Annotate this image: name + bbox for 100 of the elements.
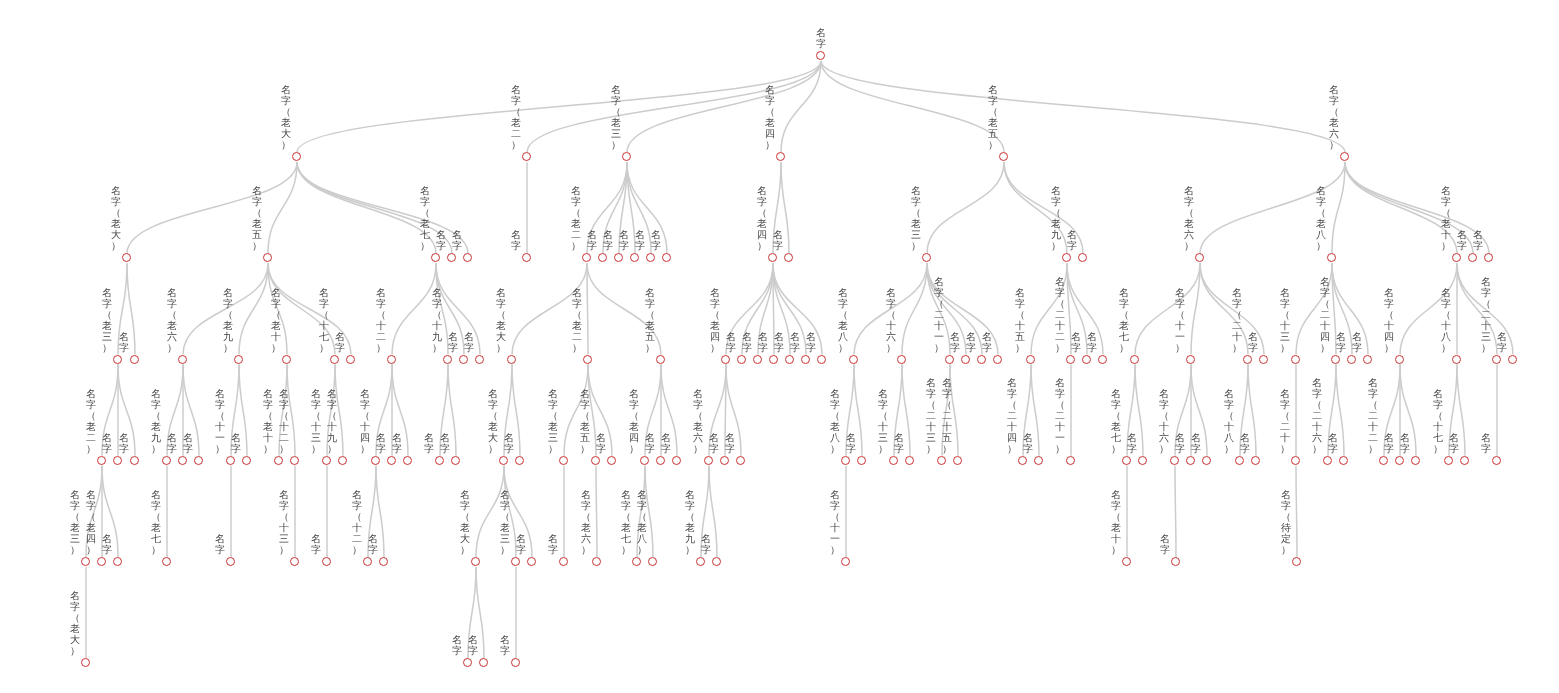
name-label: 名字 [335,330,345,353]
name-label: 名字（老七） [420,185,430,252]
name-label: 名字（二十四） [1320,275,1330,353]
tree-link [375,465,385,558]
tree-node-circle [606,455,616,465]
tree-link [85,566,87,659]
name-label: 名字（待定） [1281,489,1291,555]
tree-node-circle [378,556,388,566]
name-label: 名字（老六） [1329,84,1339,151]
name-label: 名字（老八） [1316,185,1326,252]
name-label: 名字（十九） [327,387,337,454]
tree-node-circle [1185,354,1195,364]
tree-node-circle [450,455,460,465]
tree-node-circle [998,152,1008,162]
name-label: 名字（老六） [1184,185,1194,252]
tree-node-circle [1339,152,1349,162]
name-label: 名字（老二） [572,286,582,353]
tree-node-circle [386,354,396,364]
name-label: 名字 [651,229,661,252]
name-label: 名字（十七） [1433,387,1443,454]
tree-link [1126,465,1128,558]
name-label: 名字 [1071,330,1081,353]
name-label: 名字（老三） [102,286,112,353]
tree-link [772,262,823,356]
tree-node-circle [462,253,472,263]
name-label: 名字 [500,634,510,657]
tree-node-circle [1491,354,1501,364]
name-label: 名字（老三） [548,387,558,454]
name-label: 名字（十七） [319,286,329,353]
tree-link [1456,363,1466,457]
tree-node-circle [703,455,713,465]
tree-node-circle [478,658,488,668]
tree-node-circle [736,354,746,364]
tree-node-circle [1250,455,1260,465]
tree-link [586,262,662,356]
tree-link [166,465,168,558]
tree-node-circle [597,253,607,263]
tree-link [1134,363,1144,457]
tree-link [845,465,847,558]
name-label: 名字（老八） [637,489,647,555]
name-label: 名字（十二） [279,387,289,454]
name-label: 名字（老四） [86,489,96,555]
tree-link [587,363,613,457]
tree-link [563,465,565,558]
name-label: 名字 [966,330,976,353]
tree-node-circle [1451,354,1461,364]
name-label: 名字（十八） [1441,286,1451,353]
name-label: 名字（二十五） [942,376,952,454]
name-label: 名字（二十二） [1368,376,1378,454]
tree-link [126,262,136,356]
name-label: 名字（老三） [70,489,80,555]
tree-node-circle [80,556,90,566]
tree-node-circle [896,354,906,364]
name-label: 名字（老十） [1111,489,1121,555]
tree-link [117,363,136,457]
name-label: 名字 [758,330,768,353]
tree-node-circle [96,556,106,566]
tree-node-circle [1378,455,1388,465]
tree-node-circle [1330,354,1340,364]
tree-node-circle [1121,556,1131,566]
name-label: 名字（老九） [223,286,233,353]
tree-node-circle [474,354,484,364]
name-label: 名字 [635,229,645,252]
tree-link [101,465,119,558]
tree-node-circle [112,455,122,465]
tree-link [326,465,328,558]
tree-node-circle [281,354,291,364]
name-label: 名字 [1248,330,1258,353]
tree-node-circle [402,455,412,465]
name-label: 名字 [1481,431,1491,454]
name-label: 名字（老十） [271,286,281,353]
name-label: 名字 [645,431,655,454]
name-label: 名字 [368,533,378,555]
name-label: 名字（老大） [70,590,80,657]
name-label: 名字 [452,229,462,252]
name-label: 名字 [448,330,458,353]
tree-link [644,465,654,558]
name-label: 名字（老十） [1441,185,1451,252]
tree-link [1399,363,1417,457]
tree-node-circle [233,354,243,364]
name-label: 名字 [587,229,597,252]
tree-node-circle [442,354,452,364]
name-label: 名字 [231,431,241,454]
tree-node-circle [944,354,954,364]
tree-node-circle [434,455,444,465]
name-label: 名字（老大） [488,387,498,454]
tree-node-circle [321,455,331,465]
tree-link [595,465,598,558]
name-label: 名字 [1497,330,1507,353]
tree-node-circle [1121,455,1131,465]
tree-node-circle [856,455,866,465]
name-label: 名字（老八） [830,387,840,454]
tree-node-circle [1459,455,1469,465]
tree-node-circle [558,556,568,566]
tree-node-circle [613,253,623,263]
tree-node-circle [225,455,235,465]
tree-node-circle [112,354,122,364]
name-label: 名字 [102,431,112,454]
name-label: 名字（老三） [911,185,921,252]
name-label: 名字 [167,431,177,454]
